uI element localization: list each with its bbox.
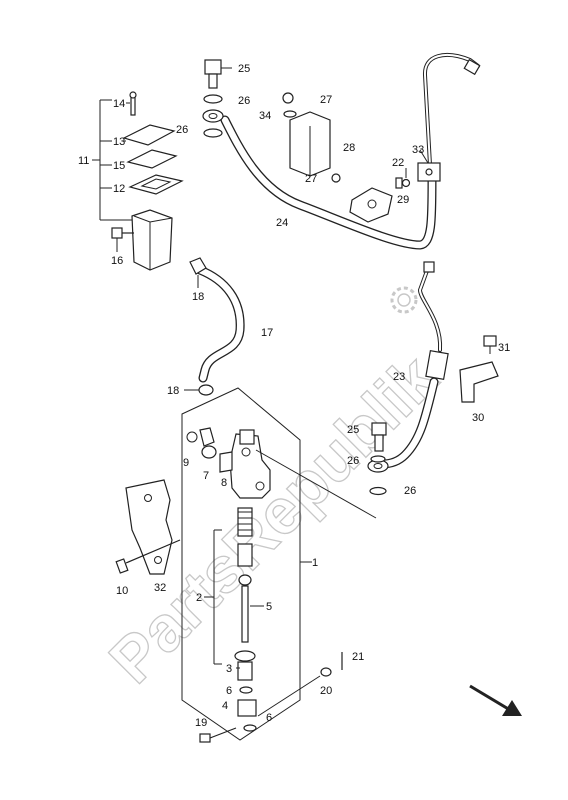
label-4: 4 <box>222 700 228 712</box>
label-18-top: 18 <box>192 291 204 303</box>
label-26-lower: 26 <box>347 455 359 467</box>
label-27-top: 27 <box>320 94 332 106</box>
label-24: 24 <box>276 217 288 229</box>
label-6-top: 6 <box>226 685 232 697</box>
mounting-plate <box>115 479 181 575</box>
label-12: 12 <box>113 183 125 195</box>
label-8: 8 <box>221 477 227 489</box>
label-31: 31 <box>498 342 510 354</box>
reservoir-body <box>131 209 173 271</box>
label-7: 7 <box>203 470 209 482</box>
label-25-top: 25 <box>238 63 250 75</box>
label-32: 32 <box>154 582 166 594</box>
push-rod <box>241 585 249 643</box>
master-cylinder-group <box>181 387 377 741</box>
label-34: 34 <box>259 110 271 122</box>
label-10: 10 <box>116 585 128 597</box>
piston-spring <box>237 507 253 537</box>
label-33: 33 <box>412 144 424 156</box>
label-19: 19 <box>195 717 207 729</box>
reservoir-hose <box>184 257 245 396</box>
hose-bracket <box>459 361 499 403</box>
label-17: 17 <box>261 327 273 339</box>
label-28: 28 <box>343 142 355 154</box>
label-15: 15 <box>113 160 125 172</box>
label-23: 23 <box>393 371 405 383</box>
label-26-left: 26 <box>176 124 188 136</box>
label-26-top: 26 <box>238 95 250 107</box>
label-11: 11 <box>78 155 89 167</box>
label-1: 1 <box>312 557 318 569</box>
callout-labels: 14 13 11 15 12 16 18 17 18 25 26 26 27 3… <box>78 63 510 729</box>
label-6-bottom: 6 <box>266 712 272 724</box>
label-20: 20 <box>320 685 332 697</box>
reservoir-cap <box>122 124 176 146</box>
reservoir-group <box>92 91 184 271</box>
label-30: 30 <box>472 412 484 424</box>
clevis-pin <box>199 652 343 743</box>
reservoir-diaphragm <box>128 174 184 195</box>
label-21: 21 <box>352 651 364 663</box>
lower-brake-hose <box>367 261 499 496</box>
label-25-lower: 25 <box>347 424 359 436</box>
reservoir-plate <box>126 149 178 169</box>
label-3: 3 <box>226 663 232 675</box>
clevis <box>237 699 257 717</box>
label-27-mid: 27 <box>305 173 317 185</box>
label-2: 2 <box>196 592 202 604</box>
gear-icon <box>390 286 418 314</box>
label-29: 29 <box>397 194 409 206</box>
upper-brake-pipe <box>202 53 481 250</box>
label-14: 14 <box>113 98 125 110</box>
pipe-holder <box>349 187 393 223</box>
label-22: 22 <box>392 157 404 169</box>
arrow-down-right-icon <box>469 684 522 716</box>
label-16: 16 <box>111 255 123 267</box>
label-9: 9 <box>183 457 189 469</box>
label-13: 13 <box>113 136 125 148</box>
label-26-right: 26 <box>404 485 416 497</box>
label-5: 5 <box>266 601 272 613</box>
label-18-bottom: 18 <box>167 385 179 397</box>
